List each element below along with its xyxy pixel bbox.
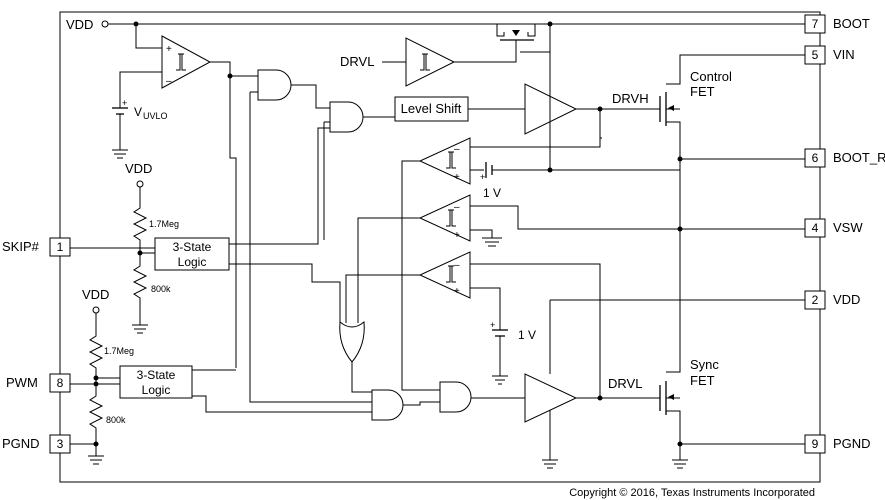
pin-1-skip: 1 SKIP# (2, 237, 71, 257)
or-gate (339, 321, 365, 363)
skip-divider (132, 187, 148, 325)
svg-text:2: 2 (812, 293, 819, 307)
pin-4-vsw: 4 VSW (804, 218, 863, 238)
comparator-boot: – + (418, 137, 471, 185)
svg-text:+: + (122, 98, 127, 108)
pin-5-vin: 5 VIN (804, 45, 855, 65)
svg-text:3-State: 3-State (173, 240, 212, 254)
svg-text:VIN: VIN (833, 47, 855, 62)
svg-text:Sync: Sync (690, 357, 719, 372)
svg-text:6: 6 (812, 151, 819, 165)
svg-text:1: 1 (57, 240, 64, 254)
svg-text:4: 4 (812, 221, 819, 235)
svg-text:1.7Meg: 1.7Meg (149, 219, 179, 229)
svg-text:FET: FET (690, 84, 715, 99)
ref-1v-top: + 1 V (480, 162, 501, 200)
vdd-low-terminal (92, 306, 100, 314)
svg-text:PGND: PGND (833, 436, 871, 451)
svg-text:+: + (480, 172, 485, 182)
svg-text:3: 3 (57, 437, 64, 451)
svg-text:9: 9 (812, 437, 819, 451)
svg-text:SKIP#: SKIP# (2, 239, 40, 254)
svg-text:1.7Meg: 1.7Meg (104, 346, 134, 356)
svg-text:7: 7 (812, 17, 819, 31)
copyright-text: Copyright © 2016, Texas Instruments Inco… (569, 487, 815, 499)
svg-text:BOOT: BOOT (833, 16, 870, 31)
svg-text:+: + (490, 320, 495, 330)
svg-text:–: – (166, 76, 172, 87)
svg-text:VDD: VDD (833, 292, 860, 307)
vdd-top-terminal (101, 20, 109, 28)
svg-text:800k: 800k (106, 415, 126, 425)
vdd-mid-terminal (136, 180, 144, 188)
drvl-schmitt-buffer (405, 37, 456, 87)
boot-switch (496, 24, 536, 41)
svg-text:V: V (134, 105, 142, 119)
svg-text:FET: FET (690, 373, 715, 388)
svg-text:+: + (454, 286, 460, 297)
svg-text:5: 5 (812, 48, 819, 62)
control-fet: Control FET (659, 54, 805, 159)
svg-text:–: – (454, 144, 460, 155)
drvh-label: DRVH (612, 91, 649, 106)
drvl-output-label: DRVL (608, 376, 642, 391)
svg-text:UVLO: UVLO (143, 111, 168, 121)
drvl-input-label: DRVL (340, 54, 374, 69)
vdd-low-label: VDD (82, 287, 109, 302)
tristate-logic-2: 3-State Logic (119, 365, 193, 399)
svg-text:VSW: VSW (833, 220, 863, 235)
svg-text:8: 8 (57, 376, 64, 390)
svg-text:PWM: PWM (6, 375, 38, 390)
and-gate-2 (329, 101, 364, 133)
ref-1v-bottom: + 1 V (490, 320, 536, 385)
pin-3-pgnd: 3 PGND (2, 434, 71, 454)
pin-6-boot-r: 6 BOOT_R (804, 148, 885, 168)
svg-text:800k: 800k (151, 284, 171, 294)
svg-text:–: – (454, 260, 460, 271)
svg-text:+: + (454, 230, 460, 241)
and-gate-3 (371, 389, 404, 421)
pin-9-pgnd: 9 PGND (804, 434, 871, 454)
tristate-logic-1: 3-State Logic (154, 237, 230, 271)
comparator-vdd: – + (418, 251, 471, 299)
svg-text:+: + (454, 172, 460, 183)
svg-text:Control: Control (690, 69, 732, 84)
and-gate-4 (439, 381, 472, 413)
svg-text:1 V: 1 V (483, 186, 501, 200)
uvlo-comparator: + – (161, 35, 212, 89)
svg-text:Level Shift: Level Shift (401, 101, 462, 116)
pin-7-boot: 7 BOOT (804, 14, 870, 34)
svg-text:PGND: PGND (2, 436, 40, 451)
vuvlo-source: + V UVLO (112, 98, 168, 159)
pin-8-pwm: 8 PWM (6, 373, 71, 393)
and-gate-1 (257, 69, 292, 101)
sync-fet: Sync FET (659, 229, 719, 460)
vdd-top-label: VDD (66, 17, 93, 32)
svg-text:–: – (454, 202, 460, 213)
svg-text:1 V: 1 V (518, 328, 536, 342)
svg-text:Logic: Logic (178, 255, 207, 269)
svg-text:BOOT_R: BOOT_R (833, 150, 885, 165)
svg-text:3-State: 3-State (137, 368, 176, 382)
level-shift-block: Level Shift (394, 96, 469, 122)
svg-text:Logic: Logic (142, 383, 171, 397)
vdd-mid-label: VDD (125, 161, 152, 176)
svg-text:+: + (166, 44, 172, 55)
pin-2-vdd: 2 VDD (804, 290, 860, 310)
comparator-vsw: – + (418, 194, 471, 242)
